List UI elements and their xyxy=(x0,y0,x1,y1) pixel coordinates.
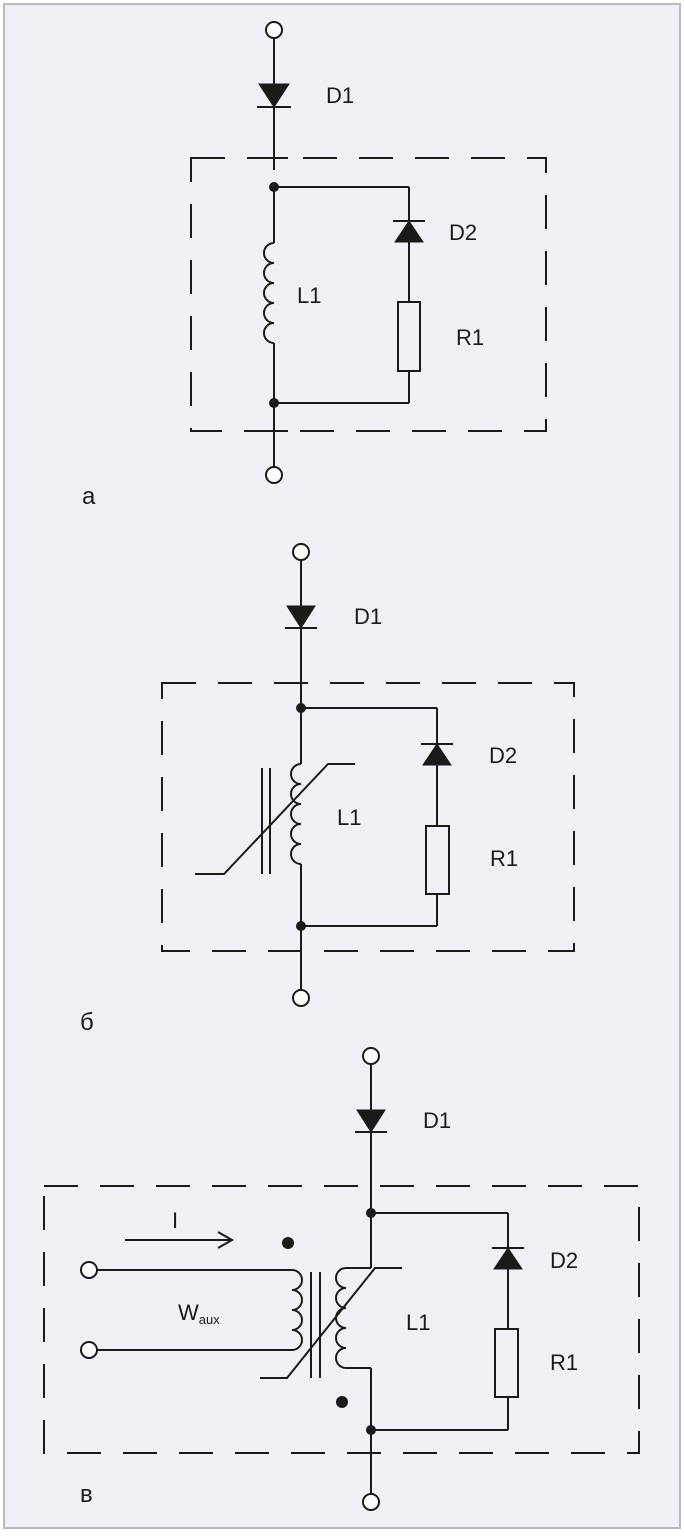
dashed-boundary xyxy=(190,157,547,432)
terminal-bottom xyxy=(292,989,310,1007)
label-r1: R1 xyxy=(456,325,484,350)
inductor-l1 xyxy=(290,763,302,865)
terminal-top xyxy=(362,1047,380,1065)
panel-c: D1 D2 L1 R1 I Waux в xyxy=(43,1047,640,1511)
label-waux-sub: aux xyxy=(199,1312,220,1327)
label-d2: D2 xyxy=(449,220,477,245)
resistor-r1 xyxy=(494,1328,519,1398)
caption-b: б xyxy=(80,1009,94,1036)
waux-terminal-2 xyxy=(80,1341,98,1359)
diode-d2 xyxy=(493,1247,523,1270)
diode-d2 xyxy=(394,220,424,243)
caption-c: в xyxy=(80,1481,93,1508)
label-d1: D1 xyxy=(326,83,354,108)
terminal-bottom xyxy=(362,1493,380,1511)
caption-a: а xyxy=(82,483,96,510)
aux-winding xyxy=(291,1269,303,1351)
frame xyxy=(3,3,681,1529)
dashed-boundary xyxy=(43,1185,640,1454)
panel-a: D1 D2 L1 R1 а xyxy=(82,21,547,510)
label-d1: D1 xyxy=(354,604,382,629)
label-l1: L1 xyxy=(297,283,321,308)
diode-d1 xyxy=(286,605,316,629)
terminal-top xyxy=(292,543,310,561)
panel-b: D1 D2 L1 R1 б xyxy=(80,543,575,1036)
terminal-top xyxy=(265,21,283,39)
label-current: I xyxy=(172,1208,178,1233)
label-waux-main: W xyxy=(178,1300,199,1325)
waux-terminal-1 xyxy=(80,1261,98,1279)
label-r1: R1 xyxy=(550,1350,578,1375)
label-l1: L1 xyxy=(406,1310,430,1335)
polarity-dot xyxy=(282,1237,294,1249)
saturation-line xyxy=(195,763,355,875)
label-waux: Waux xyxy=(178,1300,220,1327)
diode-d2 xyxy=(422,743,452,766)
label-d2: D2 xyxy=(550,1248,578,1273)
inductor-l1 xyxy=(263,242,275,344)
terminal-bottom xyxy=(265,466,283,484)
diode-d1 xyxy=(356,1109,386,1133)
label-l1: L1 xyxy=(337,805,361,830)
label-d2: D2 xyxy=(489,743,517,768)
saturation-line xyxy=(260,1267,402,1379)
label-d1: D1 xyxy=(423,1108,451,1133)
label-r1: R1 xyxy=(490,846,518,871)
diode-d1 xyxy=(258,83,290,108)
polarity-dot xyxy=(336,1396,348,1408)
